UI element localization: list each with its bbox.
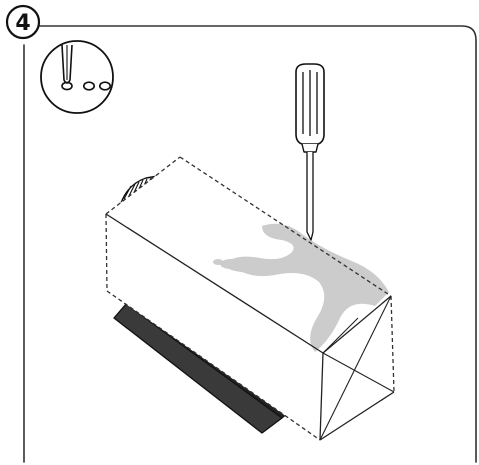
carton-front-face [106, 214, 323, 440]
carton-top-face [106, 157, 391, 353]
piercing-detail-icon [40, 40, 114, 114]
step-number: 4 [15, 11, 30, 36]
liquid-spill [213, 223, 389, 352]
carton-end-folds [319, 295, 395, 441]
carton [105, 156, 395, 441]
step-number-badge: 4 [5, 4, 41, 40]
step-number-circle-icon [5, 4, 41, 40]
screwdriver-icon [295, 63, 325, 241]
panel-frame [23, 25, 477, 463]
